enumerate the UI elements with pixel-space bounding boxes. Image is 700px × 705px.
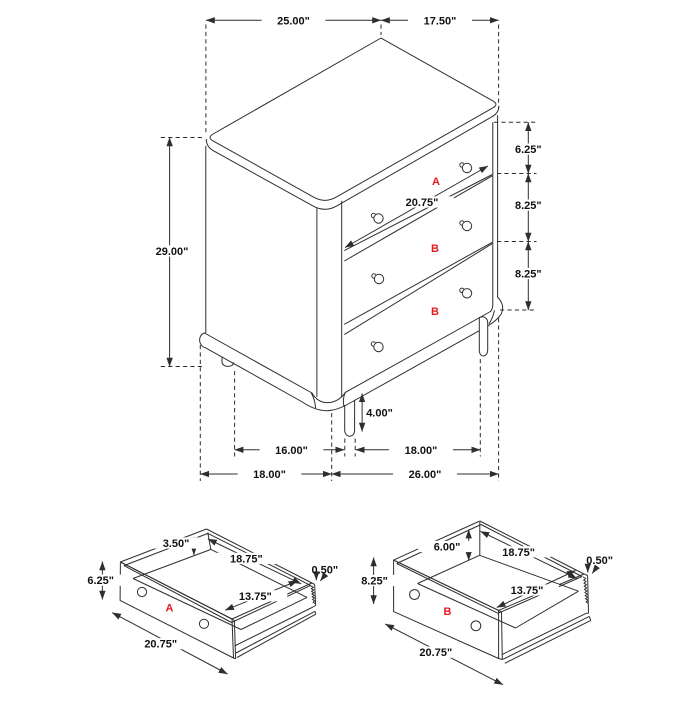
svg-text:6.25": 6.25" <box>87 575 114 587</box>
svg-text:18.75": 18.75" <box>230 553 263 565</box>
svg-text:A: A <box>432 176 440 188</box>
svg-text:A: A <box>166 603 174 615</box>
svg-text:26.00": 26.00" <box>409 469 442 481</box>
svg-text:B: B <box>431 306 439 318</box>
svg-text:17.50": 17.50" <box>424 15 457 27</box>
svg-text:20.75": 20.75" <box>406 197 439 209</box>
svg-text:20.75": 20.75" <box>419 647 452 659</box>
svg-text:B: B <box>444 606 452 618</box>
svg-text:8.25": 8.25" <box>361 576 388 588</box>
svg-text:0.50": 0.50" <box>586 555 613 567</box>
svg-text:13.75": 13.75" <box>239 591 272 603</box>
svg-text:18.00": 18.00" <box>405 445 438 457</box>
svg-text:8.25": 8.25" <box>515 269 542 281</box>
svg-text:6.25": 6.25" <box>515 144 542 156</box>
svg-text:B: B <box>431 243 439 255</box>
svg-text:6.00": 6.00" <box>434 542 461 554</box>
svg-text:20.75": 20.75" <box>144 639 177 651</box>
svg-text:0.50": 0.50" <box>311 564 338 576</box>
svg-text:18.00": 18.00" <box>253 469 286 481</box>
svg-text:25.00": 25.00" <box>277 15 310 27</box>
svg-text:4.00": 4.00" <box>366 407 393 419</box>
svg-text:13.75": 13.75" <box>511 585 544 597</box>
svg-text:8.25": 8.25" <box>515 200 542 212</box>
svg-text:3.50": 3.50" <box>163 538 190 550</box>
svg-text:29.00": 29.00" <box>156 246 189 258</box>
svg-text:18.75": 18.75" <box>502 547 535 559</box>
svg-text:16.00": 16.00" <box>275 445 308 457</box>
